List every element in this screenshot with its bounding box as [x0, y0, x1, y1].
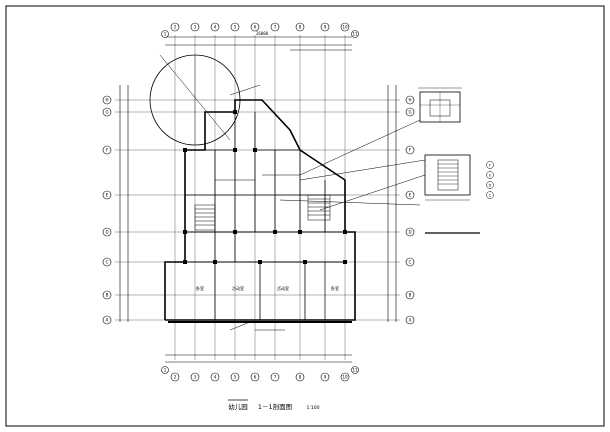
axis-bottom-11: 11	[352, 368, 358, 373]
axis-bubbles-top	[161, 22, 359, 38]
axis-top-11: 11	[352, 32, 358, 37]
axis-bubbles-bottom	[161, 366, 359, 382]
axis-bottom-9: 9	[324, 375, 327, 380]
axis-right-e: E	[409, 193, 412, 198]
drawing-scale: 1:100	[307, 405, 320, 411]
detail-b	[424, 154, 480, 234]
axis-bottom-8: 8	[299, 375, 302, 380]
axis-left-e: E	[106, 193, 109, 198]
sheet-border	[5, 5, 605, 427]
detail-axis-d: D	[489, 183, 492, 187]
axis-right-g: G	[408, 110, 411, 115]
axis-bottom-2: 2	[174, 375, 177, 380]
axis-top-9: 9	[324, 25, 327, 30]
axis-top-3: 3	[194, 25, 197, 30]
axis-left-h: H	[105, 98, 108, 103]
leader-lines	[229, 84, 426, 331]
axis-left-c: C	[106, 260, 109, 265]
axis-bottom-3: 3	[194, 375, 197, 380]
axis-right-b: B	[409, 293, 412, 298]
axis-bottom-7: 7	[274, 375, 277, 380]
axis-left-d: D	[105, 230, 108, 235]
axis-right-c: C	[409, 260, 412, 265]
axis-top-10: 10	[342, 25, 348, 30]
building-walls	[164, 99, 356, 323]
axis-top-1: 1	[164, 32, 167, 37]
axis-bottom-4: 4	[214, 375, 217, 380]
detail-axis-c: C	[489, 193, 492, 197]
detail-axis-bubbles	[486, 161, 494, 199]
axis-left-g: G	[105, 110, 108, 115]
axis-left-a: A	[106, 318, 109, 323]
axis-right-a: A	[409, 318, 412, 323]
axis-left-f: F	[106, 148, 109, 153]
detail-axis-f: F	[489, 163, 491, 167]
drawing-title: 幼儿园	[228, 402, 248, 411]
circular-room	[149, 54, 241, 146]
axis-bottom-1: 1	[164, 368, 167, 373]
axis-top-5: 5	[234, 25, 237, 30]
room-label-4: 卧室	[331, 285, 339, 291]
axis-bubbles-left	[102, 95, 112, 325]
axis-right-h: H	[408, 98, 411, 103]
axis-bottom-10: 10	[342, 375, 348, 380]
axis-left-b: B	[106, 293, 109, 298]
axis-right-f: F	[409, 148, 412, 153]
dimension-lines	[119, 36, 397, 363]
detail-axis-e: E	[489, 173, 491, 177]
axis-top-8: 8	[299, 25, 302, 30]
stairs	[194, 194, 331, 231]
section-label: 1－1剖面图	[258, 402, 292, 411]
room-label-2: 活动室	[232, 285, 244, 291]
axis-bubbles-right	[405, 95, 415, 325]
overall-dimension: 26000	[256, 31, 269, 36]
room-label-1: 卧室	[196, 285, 204, 291]
axis-bottom-6: 6	[254, 375, 257, 380]
axis-bottom-5: 5	[234, 375, 237, 380]
axis-top-6: 6	[254, 25, 257, 30]
axis-right-d: D	[408, 230, 411, 235]
axis-top-4: 4	[214, 25, 217, 30]
room-label-3: 活动室	[277, 285, 289, 291]
axis-top-7: 7	[274, 25, 277, 30]
columns	[183, 110, 347, 264]
detail-a	[418, 87, 462, 123]
axis-top-2: 2	[174, 25, 177, 30]
